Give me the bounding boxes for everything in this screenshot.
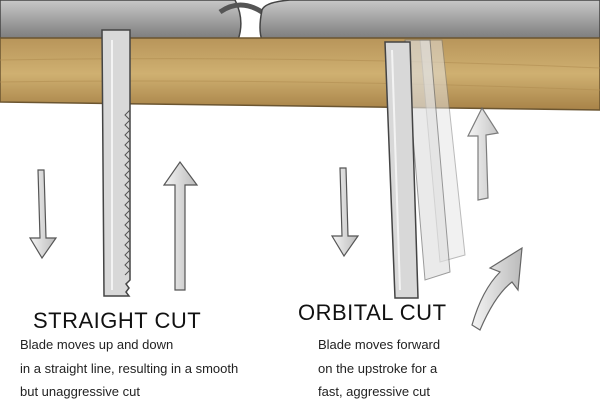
orbital-cut-desc-3: fast, aggressive cut	[318, 384, 430, 399]
straight-cut-desc-2: in a straight line, resulting in a smoot…	[20, 361, 239, 376]
orbital-cut-title: ORBITAL CUT	[298, 300, 447, 325]
straight-cut-desc-3: but unaggressive cut	[20, 384, 140, 399]
orbital-blade-ghost-1	[404, 39, 451, 281]
down-arrow-orbital	[330, 167, 360, 258]
orbital-cut-desc-1: Blade moves forward	[318, 337, 441, 352]
straight-cut-desc-1: Blade moves up and down	[20, 337, 174, 352]
straight-cut-title: STRAIGHT CUT	[33, 308, 202, 333]
up-arrow-orbital-1	[467, 106, 499, 201]
saw-base-right	[259, 0, 600, 41]
orbital-blade	[384, 41, 419, 299]
straight-blade	[101, 29, 131, 297]
up-arrow-straight	[162, 160, 199, 291]
up-arrow-orbital-2	[471, 246, 523, 331]
down-arrow-straight	[28, 169, 58, 260]
wood-plank	[0, 37, 600, 111]
orbital-cut-desc-2: on the upstroke for a	[318, 361, 438, 376]
saw-hinge	[218, 2, 264, 15]
